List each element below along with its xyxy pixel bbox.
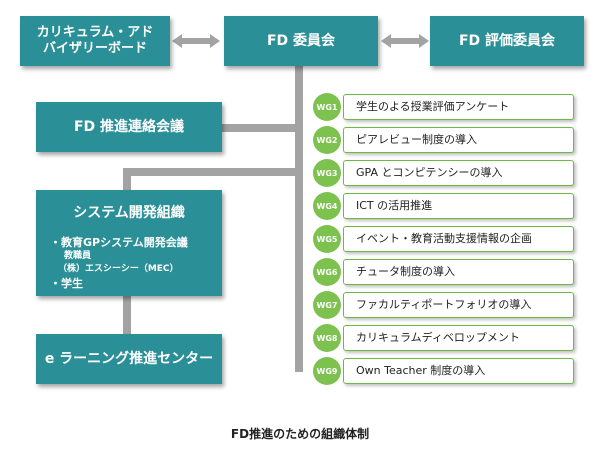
wg-badge: WG4 [313,192,341,220]
connector-trunk [295,64,303,372]
system-dev-title: システム開発組織 [73,205,185,221]
diagram-caption: FD推進のための組織体制 [230,427,370,441]
wg-label: チュータ制度の導入 [343,259,574,285]
fd-liaison-label: FD 推進連絡会議 [73,118,185,135]
wg-badge: WG2 [313,126,341,154]
wg-badge: WG6 [313,258,341,286]
wg-label: ピアレビュー制度の導入 [343,127,574,153]
elearning-label: e ラーニング推進センター [44,350,214,367]
curriculum-advisory-board: カリキュラム・アド バイザリーボード [20,16,170,66]
wg-label: イベント・教育活動支援情報の企画 [343,226,574,252]
system-dev-item-mec: （株）エスシーシー（MEC） [58,264,179,274]
double-arrow-right [381,34,429,48]
system-dev-items: ・教育GPシステム開発会議 教職員 （株）エスシーシー（MEC） ・学生 [50,235,188,291]
fd-committee: FD 委員会 [224,16,378,66]
wg-label: Own Teacher 制度の導入 [343,358,574,384]
wg-badge: WG9 [313,357,341,385]
wg-label: GPA とコンピテンシーの導入 [343,160,574,186]
connector-system-elearning [123,295,131,335]
system-dev-item-student: ・学生 [50,277,83,290]
curriculum-advisory-line2: バイザリーボード [42,41,147,56]
curriculum-advisory-line1: カリキュラム・アド [36,25,154,40]
wg-badge: WG8 [313,324,341,352]
fd-committee-label: FD 委員会 [266,32,336,49]
wg-label: ICT の活用推進 [343,193,574,219]
double-arrow-left [172,34,220,48]
elearning-center: e ラーニング推進センター [36,334,222,384]
connector-system-drop [123,168,131,192]
fd-liaison-council: FD 推進連絡会議 [36,102,222,152]
wg-label: 学生のよる授業評価アンケート [343,94,574,120]
connector-liaison [222,124,300,132]
system-dev-org: システム開発組織 [36,190,222,296]
fd-evaluation-label: FD 評価委員会 [458,32,556,49]
wg-label: ファカルティポートフォリオの導入 [343,292,574,318]
system-dev-item-staff: 教職員 [64,251,92,261]
connector-system-top [123,168,300,176]
wg-badge: WG1 [313,93,341,121]
wg-label: カリキュラムディベロップメント [343,325,574,351]
wg-badge: WG7 [313,291,341,319]
wg-badge: WG3 [313,159,341,187]
system-dev-item-gp: ・教育GPシステム開発会議 [50,236,188,249]
wg-badge: WG5 [313,225,341,253]
fd-evaluation-committee: FD 評価委員会 [430,16,584,66]
